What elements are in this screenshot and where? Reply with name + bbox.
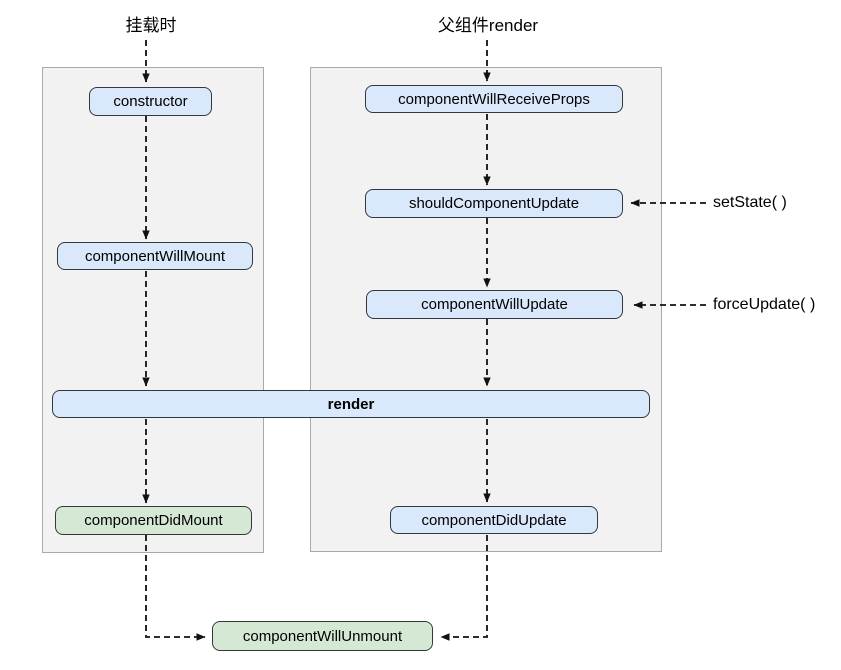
node-component-will-receive-props: componentWillReceiveProps	[365, 85, 623, 113]
node-component-will-mount: componentWillMount	[57, 242, 253, 270]
mount-phase-label: 挂载时	[125, 16, 177, 35]
forceupdate-label: forceUpdate( )	[713, 296, 816, 313]
arrow-didmount-to-willunmount	[145, 535, 206, 641]
node-component-will-update: componentWillUpdate	[366, 290, 623, 319]
node-component-did-mount: componentDidMount	[55, 506, 252, 535]
node-render: render	[52, 390, 650, 418]
node-component-did-update: componentDidUpdate	[390, 506, 598, 534]
node-component-will-unmount: componentWillUnmount	[212, 621, 433, 651]
mount-phase-container	[42, 67, 264, 553]
node-constructor: constructor	[89, 87, 212, 116]
parent-render-label: 父组件render	[437, 16, 539, 35]
node-should-component-update: shouldComponentUpdate	[365, 189, 623, 218]
arrow-didupdate-to-willunmount	[440, 535, 488, 641]
setstate-label: setState( )	[713, 194, 787, 211]
